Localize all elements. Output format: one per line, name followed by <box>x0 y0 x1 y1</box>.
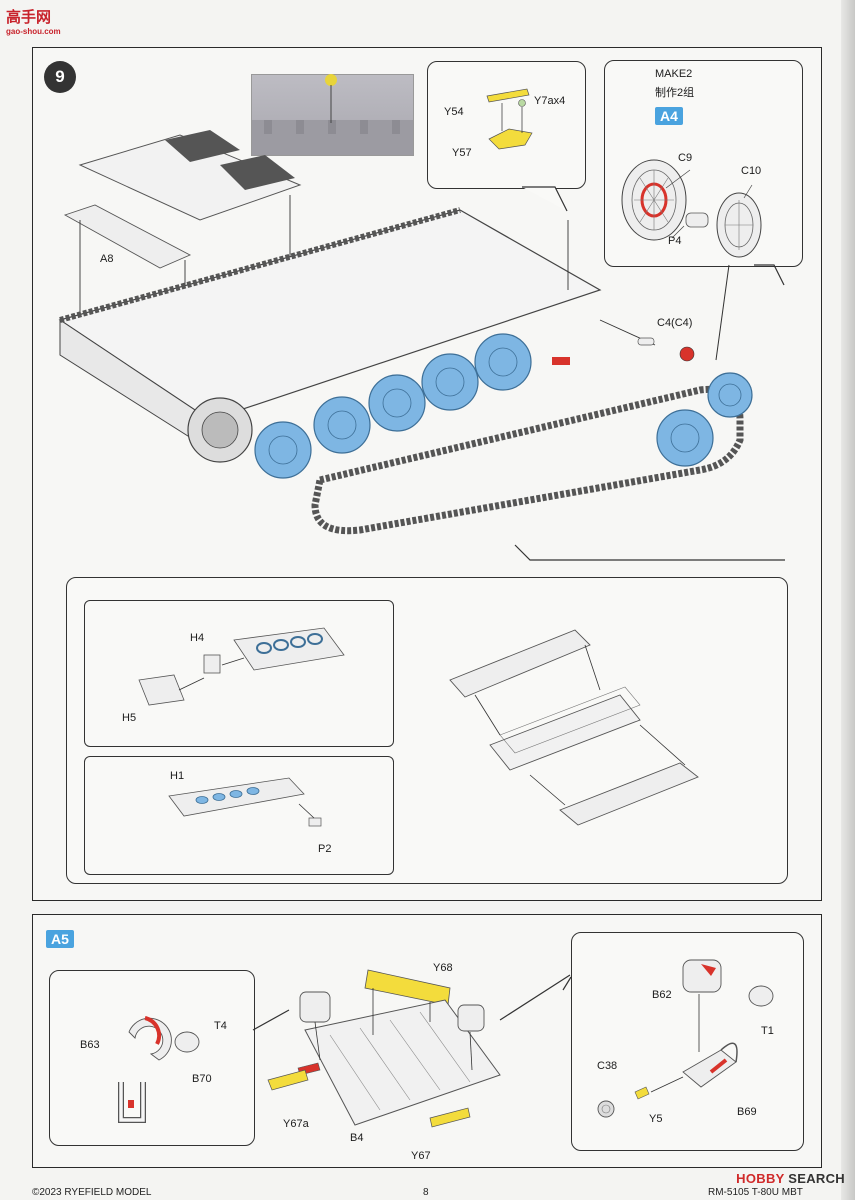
callout-h4-h5 <box>84 600 394 747</box>
track-link-h1-p2-drawing <box>168 777 322 827</box>
callout-y54-y57-drawing <box>486 88 568 212</box>
label-y67: Y67 <box>411 1150 431 1162</box>
label-b63: B63 <box>80 1039 100 1051</box>
callout-y54-y57 <box>427 61 586 189</box>
label-h5: H5 <box>122 712 137 724</box>
b63-b70-drawing <box>118 1009 290 1123</box>
step-number-badge: 9 <box>44 61 76 93</box>
reference-photo-detail <box>252 74 413 155</box>
label-c4: C4(C4) <box>657 317 693 329</box>
exploded-track-link-drawing <box>449 629 699 826</box>
label-p2: P2 <box>318 843 332 855</box>
label-y7a: Y7ax4 <box>534 95 566 107</box>
footer-copyright: ©2023 RYEFIELD MODEL <box>32 1187 152 1198</box>
label-t1: T1 <box>761 1025 774 1037</box>
watermark-url-text: gao-shou.com <box>6 27 61 36</box>
reference-photo <box>251 74 414 156</box>
make2-label: MAKE2 <box>655 68 693 80</box>
label-y57: Y57 <box>452 147 472 159</box>
a4-badge: A4 <box>655 107 683 125</box>
label-b69: B69 <box>737 1106 757 1118</box>
label-c10: C10 <box>741 165 762 177</box>
callout-b63-b70 <box>49 970 255 1146</box>
watermark-cn-text: 高手网 <box>6 9 52 26</box>
label-b4: B4 <box>350 1132 364 1144</box>
label-c9: C9 <box>678 152 693 164</box>
a5-badge: A5 <box>46 930 74 948</box>
label-y5: Y5 <box>649 1113 663 1125</box>
scan-page-edge <box>841 0 855 1200</box>
footer-page-number: 8 <box>423 1187 429 1198</box>
hobbysearch-watermark: HOBBY SEARCH <box>736 1171 845 1186</box>
label-p4: P4 <box>668 235 682 247</box>
hull-floor-drawing <box>267 969 571 1128</box>
label-a8: A8 <box>100 253 114 265</box>
label-y54: Y54 <box>444 106 464 118</box>
track-link-h4-h5-drawing <box>138 627 345 706</box>
b62-b69-drawing <box>562 959 774 1118</box>
idler-wheel-drawing <box>621 159 785 361</box>
label-t4: T4 <box>214 1020 227 1032</box>
label-h4: H4 <box>190 632 205 644</box>
make2-label-cn: 制作2组 <box>655 87 695 99</box>
label-b70: B70 <box>192 1073 212 1085</box>
hobbysearch-brand-a: HOBBY <box>736 1171 785 1186</box>
label-h1: H1 <box>170 770 185 782</box>
hull-assembly-drawing <box>58 130 785 561</box>
site-watermark-logo: 高手网 gao-shou.com <box>6 6 74 38</box>
label-c38: C38 <box>597 1060 618 1072</box>
label-b62: B62 <box>652 989 672 1001</box>
callout-h1-p2 <box>84 756 394 875</box>
hobbysearch-brand-b: SEARCH <box>788 1171 845 1186</box>
label-y68: Y68 <box>433 962 453 974</box>
label-y67a: Y67a <box>283 1118 309 1130</box>
footer-product-code: RM-5105 T-80U MBT <box>708 1187 803 1198</box>
